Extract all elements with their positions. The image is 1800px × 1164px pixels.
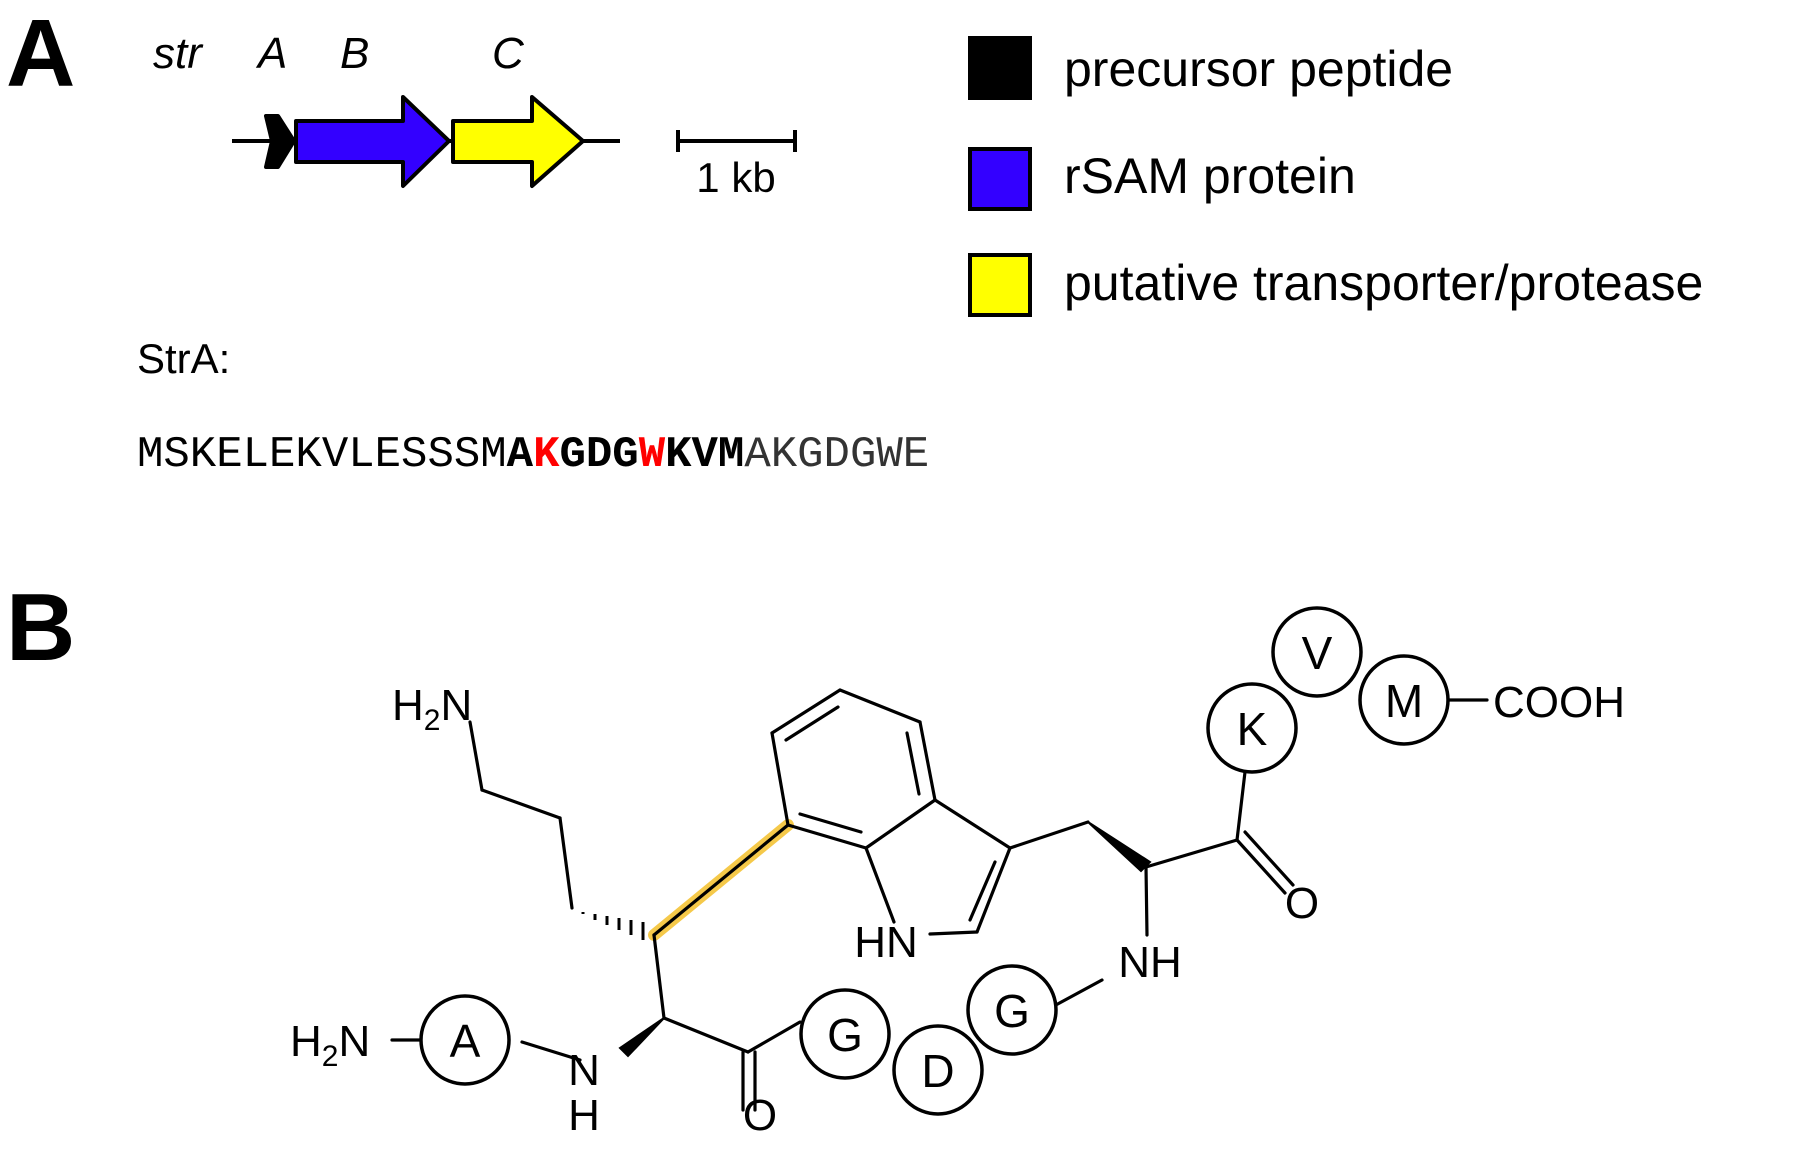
scale-bar-label: 1 kb: [696, 154, 775, 201]
legend-label-transporter: putative transporter/protease: [1064, 255, 1703, 311]
carbonyl-right-o: O: [1285, 879, 1319, 928]
hashed-wedge: [581, 912, 645, 940]
residue-label-g2: G: [994, 985, 1030, 1037]
residue-circle-g2: [966, 964, 1058, 1056]
peptide-label: StrA:: [137, 335, 230, 382]
residue-label-a: A: [450, 1015, 481, 1067]
panel-a: A str A B C 1 kb precursor peptide rSAM …: [6, 0, 1703, 480]
amine-left-label: H2N: [290, 1017, 370, 1073]
scale-bar: 1 kb: [676, 130, 797, 201]
seq-core-1: A: [507, 430, 534, 480]
locus-name: str: [153, 29, 204, 78]
amine-left-text: H2N: [290, 1017, 370, 1073]
residue-label-k: K: [1237, 703, 1268, 755]
structure-bonds: [390, 688, 1489, 1112]
residue-label-m: M: [1385, 675, 1423, 727]
gene-a-name: A: [255, 29, 287, 78]
residue-circles: A G D G K V M: [419, 606, 1450, 1116]
seq-leader: MSKELEKVLESSSM: [137, 430, 507, 480]
legend-swatch-rsam: [968, 147, 1032, 211]
residue-circle-v: [1271, 606, 1363, 698]
gene-cluster: [232, 95, 620, 188]
seq-core-3: GDG: [559, 430, 638, 480]
seq-core-4: W: [639, 430, 666, 480]
legend: precursor peptide rSAM protein putative …: [968, 36, 1703, 317]
legend-label-rsam: rSAM protein: [1064, 148, 1356, 204]
gene-a-arrow: [264, 114, 296, 169]
c-terminus-label: COOH: [1493, 678, 1625, 727]
panel-b-label: B: [6, 574, 75, 681]
residue-circle-k: [1206, 682, 1298, 774]
strA-sequence: MSKELEKVLESSSMAKGDGWKVMAKGDGWE: [137, 430, 929, 480]
seq-core-2: K: [533, 430, 560, 480]
atom-labels: H2N H2N N H O HN NH O COOH: [290, 678, 1625, 1140]
legend-label-precursor: precursor peptide: [1064, 41, 1453, 97]
residue-circle-g1: [799, 988, 891, 1080]
nh-left-n: N: [568, 1046, 600, 1095]
residue-label-d: D: [921, 1045, 954, 1097]
gene-b-name: B: [340, 29, 369, 78]
amine-top-text: H2N: [392, 681, 472, 737]
indole-nh-label: HN: [854, 918, 918, 967]
legend-swatch-precursor: [968, 36, 1032, 100]
gene-c-arrow: [451, 95, 585, 188]
amine-top-label: H2N: [392, 681, 472, 737]
legend-swatch-transporter: [968, 253, 1032, 317]
seq-core-5: KVM: [665, 430, 744, 480]
residue-circle-a: [419, 994, 511, 1086]
nh-right-label: NH: [1118, 938, 1182, 987]
residue-circle-d: [892, 1024, 984, 1116]
carbonyl-left-o: O: [743, 1091, 777, 1140]
gene-b-arrow: [294, 95, 451, 188]
nh-left-h: H: [568, 1091, 600, 1140]
panel-b: B: [6, 574, 1625, 1140]
residue-circle-m: [1358, 654, 1450, 746]
panel-a-label: A: [6, 0, 75, 107]
residue-label-g1: G: [827, 1009, 863, 1061]
residue-label-v: V: [1302, 627, 1333, 679]
seq-follower: AKGDGWE: [744, 430, 929, 480]
gene-c-name: C: [492, 29, 525, 78]
